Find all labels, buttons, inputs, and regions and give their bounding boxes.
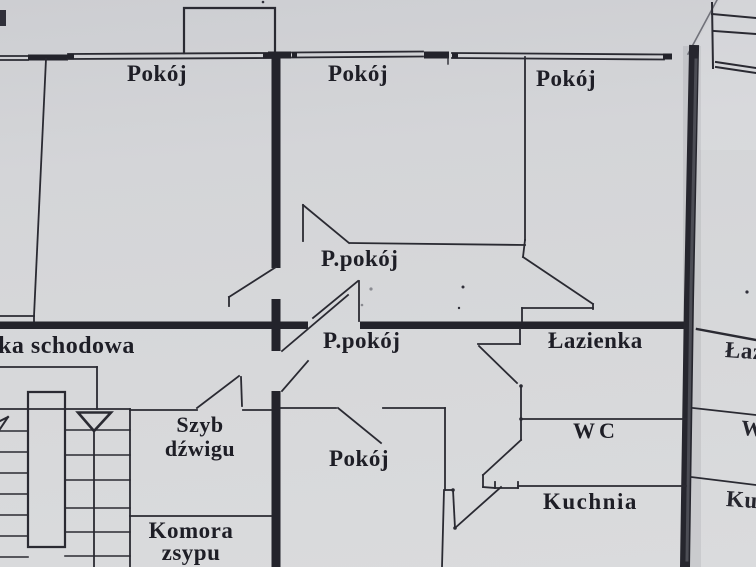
label-bathroom: Łazienka <box>548 328 643 353</box>
scan-artifacts <box>0 0 749 310</box>
upper-hallway-walls <box>301 56 595 322</box>
door-leaf <box>195 374 241 410</box>
party-wall-horizontal <box>0 321 686 329</box>
door-leaf <box>477 344 519 385</box>
stair-direction-triangle <box>75 411 114 567</box>
door-jamb-tick <box>240 376 243 407</box>
label-neighbor-kitchen: Ku <box>725 486 756 514</box>
door-leaf <box>227 265 278 299</box>
label-kitchen: Kuchnia <box>543 489 638 514</box>
label-room-top-left: Pokój <box>127 61 187 86</box>
label-wc: WC <box>573 418 619 443</box>
door-leaf <box>453 485 503 530</box>
door-leaf <box>280 359 310 393</box>
label-lift-shaft-line2: dźwigu <box>164 436 236 461</box>
label-lift-shaft-line1: Szyb <box>176 412 224 437</box>
label-room-top-middle: Pokój <box>328 61 388 86</box>
door-leaf <box>336 406 383 445</box>
lift-core <box>26 390 67 549</box>
wall-pier <box>424 51 449 59</box>
door-leaf <box>301 203 351 245</box>
stair-steps <box>0 429 131 558</box>
left-room-wall <box>0 58 47 324</box>
neighbor-room-lines <box>689 327 756 486</box>
top-windows <box>0 50 672 65</box>
label-neighbor-bathroom: Łazi <box>724 337 756 366</box>
right-exterior-wall <box>679 44 700 567</box>
wall-pier <box>28 54 68 61</box>
door-leaf <box>521 255 595 306</box>
staircase-walls <box>0 366 272 567</box>
label-chute-line1: Komora <box>148 518 234 543</box>
label-hall-upper: P.pokój <box>321 246 399 271</box>
label-neighbor-wc: W <box>740 415 756 442</box>
door-leaf <box>311 279 360 320</box>
neighbor-balcony <box>710 1 756 75</box>
label-chute-line2: zsypu <box>161 540 221 565</box>
central-thick-wall <box>271 52 281 567</box>
label-room-bottom: Pokój <box>329 446 389 471</box>
stair-arrowhead-left-edge <box>0 415 10 431</box>
label-hall-lower: P.pokój <box>323 328 401 353</box>
door-leaf <box>280 293 350 353</box>
door-leaf <box>481 438 523 477</box>
balcony-outline <box>182 6 277 55</box>
label-staircase: ka schodowa <box>0 333 135 359</box>
lower-room-walls <box>280 406 503 567</box>
label-room-top-right: Pokój <box>536 66 596 91</box>
door-leaves-central <box>227 265 360 393</box>
